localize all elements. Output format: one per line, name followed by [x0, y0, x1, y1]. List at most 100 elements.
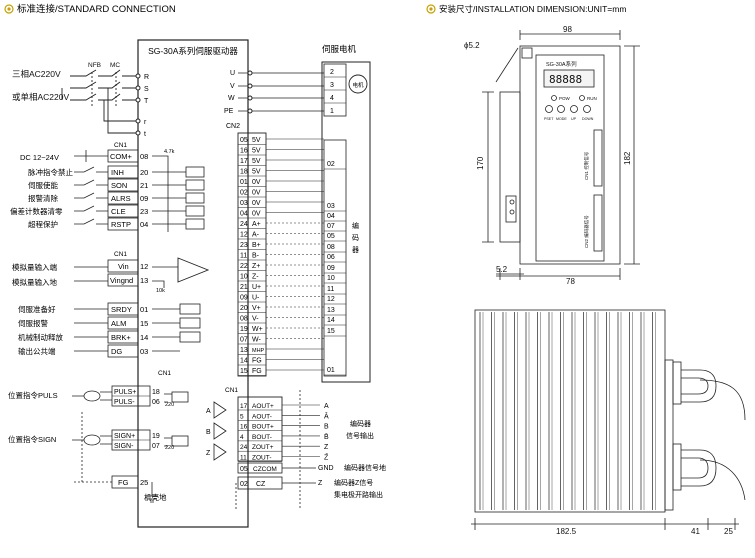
side-view-drawing: 182.5 41 25 [471, 309, 746, 536]
motor-pin-pe: PE [224, 108, 234, 115]
vin-pin: 12 [140, 262, 148, 271]
terminal-s: S [144, 86, 149, 93]
motor-pin-u: U [230, 70, 235, 77]
encoder-pin-number: 10 [327, 275, 335, 282]
cn2-pin-number: 07 [240, 337, 248, 344]
cn2-panel-label: CN2 编码器信号 [583, 215, 590, 248]
motor-symbol-text: 电机 [352, 81, 364, 89]
com-sig: COM+ [110, 152, 132, 161]
header-bullet-icon [426, 4, 436, 14]
enc-z-label-2: 集电极开路输出 [334, 490, 383, 499]
front-model-label: SG-30A系列 [546, 60, 577, 68]
cn2-pin-signal: B- [252, 253, 260, 260]
cn1-output-signal: BOUT+ [252, 424, 274, 431]
vingnd-sig: Vingnd [110, 276, 133, 285]
key-pset: PSET [544, 117, 554, 121]
cn2-pin-signal: A- [252, 232, 260, 239]
cn1-label-1: CN1 [114, 142, 127, 149]
encoder-char-1: 编 [352, 221, 359, 230]
op-amp-symbol [177, 257, 210, 283]
mc-label: MC [110, 62, 120, 69]
abz-a: A [206, 408, 211, 415]
input-signal-name: RSTP [111, 220, 131, 229]
output-optocoupler [179, 317, 201, 329]
cn2-pin-number: 23 [240, 242, 248, 249]
input-optocoupler [185, 218, 205, 230]
encoder-pin-number: 06 [327, 254, 335, 261]
cn2-pin-number: 02 [240, 190, 248, 197]
motor-pin-v: V [230, 83, 235, 90]
czcom-sig: CZCOM [253, 466, 277, 473]
encoder-pin-number: 04 [327, 213, 335, 220]
cn1-output-channel: A [324, 403, 329, 410]
header-bullet-icon [4, 4, 14, 14]
front-view-drawing: SG-30A系列 88888 POW RUN PSET MODE UP DOWN… [464, 25, 640, 286]
cn2-pin-signal: Z- [252, 274, 259, 281]
input-switch-symbol [74, 205, 108, 212]
dim-78: 78 [566, 277, 575, 286]
input-switch-symbol [74, 179, 108, 186]
cn1-output-pin: 24 [240, 444, 248, 451]
cn1-output-pin: 11 [240, 455, 247, 462]
output-label: 伺服报警 [18, 318, 48, 328]
puls-resistor-label: 220 [165, 402, 174, 408]
output-signal-name: SRDY [111, 305, 132, 314]
sign-minus-sig: SIGN- [114, 443, 134, 450]
input-signal-name: ALRS [111, 194, 131, 203]
input-switch-symbol [74, 192, 108, 199]
single-phase-label: 或单相AC220V [12, 92, 69, 102]
input-signal-name: INH [111, 168, 124, 177]
motor-num-3: 4 [330, 95, 334, 102]
encoder-pin-number: 08 [327, 244, 335, 251]
input-pin-number: 20 [140, 168, 148, 177]
cn2-pin-number: 12 [240, 232, 248, 239]
input-pin-number: 09 [140, 194, 148, 203]
terminal-t-small: t [144, 131, 146, 138]
cn2-pin-signal: W+ [252, 326, 263, 333]
input-switch-symbol [74, 218, 108, 225]
input-label: 伺服使能 [28, 180, 58, 190]
cn1-output-signal: ZOUT- [252, 455, 272, 462]
shell-ground-label: 机壳地 [144, 492, 167, 502]
puls-minus-sig: PULS- [114, 399, 135, 406]
cn2-pin-number: 14 [240, 358, 248, 365]
cn2-pin-signal: 5V [252, 137, 261, 144]
gnd-out-label: GND [318, 465, 334, 472]
motor-title: 伺服电机 [322, 44, 357, 54]
cn2-pin-signal: MHP [252, 348, 265, 354]
terminal-r: R [144, 74, 149, 81]
cn1-output-signal: AOUT- [252, 413, 272, 420]
input-signal-name: CLE [111, 207, 126, 216]
dim-170: 170 [476, 156, 485, 170]
cn2-pin-number: 11 [240, 253, 247, 260]
pulse-inputs: CN1 位置指令PULS 位置指令SIGN 220 220 PULS+ 18 P… [8, 370, 189, 503]
encoder-pin-number: 01 [327, 367, 335, 374]
input-pin-number: 21 [140, 181, 148, 190]
front-display: 88888 [549, 73, 582, 86]
cz-sig: CZ [256, 481, 266, 488]
puls-optocoupler [171, 391, 189, 403]
output-signal-name: DG [111, 347, 122, 356]
cn2-pin-number: 19 [240, 326, 248, 333]
driver-title: SG-30A系列伺服驱动器 [148, 46, 238, 56]
cn2-pin-signal: 0V [252, 190, 261, 197]
com-pin: 08 [140, 152, 148, 161]
encoder-pin-number: 13 [327, 307, 335, 314]
output-pin-number: 15 [140, 319, 148, 328]
cn1-output-pin: 16 [240, 424, 248, 431]
power-input: 三相AC220V 或单相AC220V NFB MC [12, 62, 138, 134]
dim-41: 41 [691, 527, 700, 536]
analog-resistor-label: 10k [156, 288, 165, 294]
cn1-output-signal: AOUT+ [252, 403, 274, 410]
cn2-pin-number: 05 [240, 137, 248, 144]
puls-label: 位置指令PULS [8, 390, 58, 400]
encoder-pin-number: 07 [327, 223, 335, 230]
output-pin-number: 01 [140, 305, 148, 314]
cn2-pin-number: 15 [240, 368, 248, 375]
encoder-pin-number: 02 [327, 161, 335, 168]
sign-plus-pin: 19 [152, 433, 160, 440]
